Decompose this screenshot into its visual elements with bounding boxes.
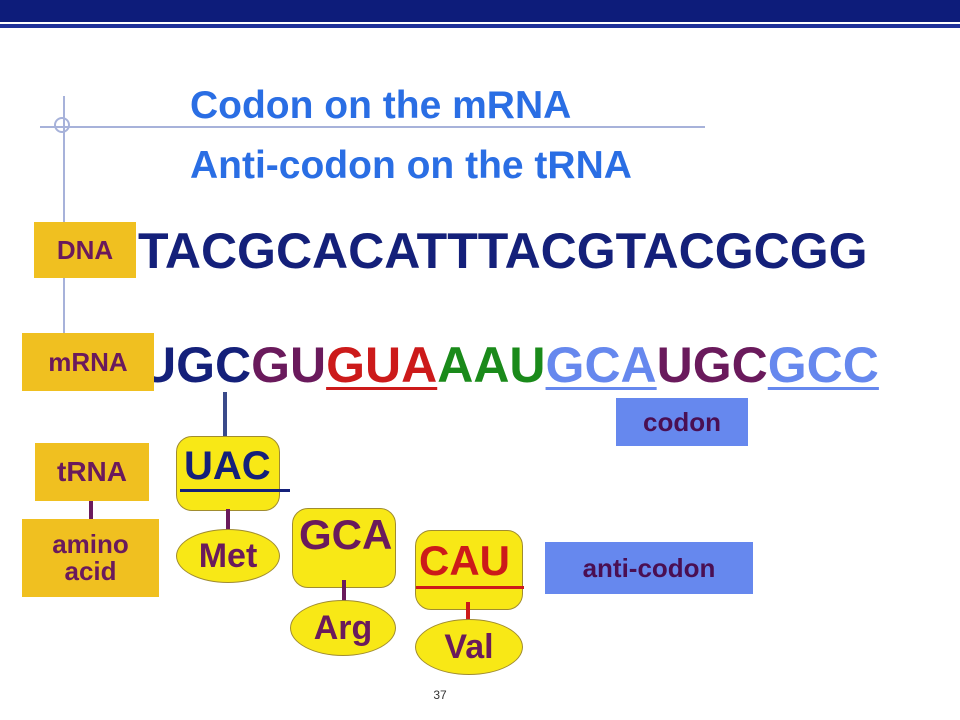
mrna-sequence: UGCGUGUAAAUGCAUGCGCC	[140, 340, 879, 390]
dna-sequence: TACGCACATTTACGTACGCGG	[138, 223, 868, 279]
amino-acid-label: amino acid	[22, 519, 159, 597]
trna-1-body	[176, 436, 280, 511]
top-bar	[0, 0, 960, 22]
trna-1-anticodon-underline	[180, 489, 290, 492]
trna-3-amino-acid: Val	[415, 619, 523, 675]
codon-connector-line	[223, 392, 227, 436]
page-number: 37	[433, 688, 447, 702]
decorative-vertical-line	[63, 96, 65, 346]
mrna-segment: GCC	[767, 337, 879, 393]
trna-3-anticodon-underline	[416, 586, 524, 589]
trna-1-stem	[226, 509, 230, 531]
trna-2-stem	[342, 580, 346, 604]
trna-3-stem	[466, 602, 470, 622]
decorative-crosshair-circle	[54, 117, 70, 133]
trna-2-body	[292, 508, 396, 588]
mrna-segment: GCA	[545, 337, 657, 393]
title-line-1: Codon on the mRNA	[190, 84, 572, 127]
trna-1-anticodon: UAC	[184, 444, 271, 488]
mrna-segment: UGC	[656, 337, 768, 393]
amino-acid-label-line-1: amino	[52, 528, 129, 559]
trna-1-amino-acid: Met	[176, 529, 280, 583]
trna-2-amino-acid: Arg	[290, 600, 396, 656]
mrna-segment: AAU	[437, 337, 546, 393]
legend-stem	[89, 501, 93, 519]
trna-2-anticodon: GCA	[299, 511, 393, 558]
decorative-horizontal-line	[40, 126, 705, 128]
mrna-segment: GU	[251, 337, 327, 393]
anti-codon-label: anti-codon	[545, 542, 753, 594]
trna-3-anticodon: CAU	[419, 537, 510, 584]
trna-3-body	[415, 530, 523, 610]
dna-label: DNA	[34, 222, 136, 278]
codon-label: codon	[616, 398, 748, 446]
trna-label: tRNA	[35, 443, 149, 501]
mrna-segment: C	[215, 337, 252, 393]
title-line-2: Anti-codon on the tRNA	[190, 144, 632, 187]
mrna-label: mRNA	[22, 333, 154, 391]
top-bar-accent-line	[0, 24, 960, 28]
mrna-segment: GUA	[326, 337, 438, 393]
amino-acid-label-line-2: acid	[64, 556, 117, 586]
